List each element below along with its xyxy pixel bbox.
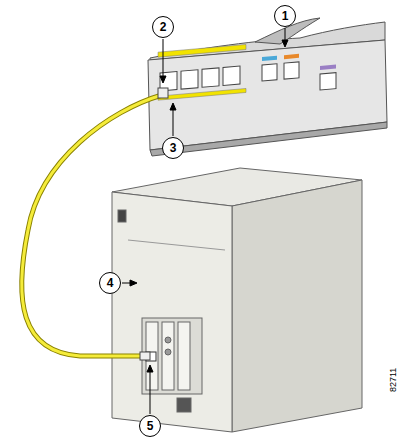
- router: [148, 18, 387, 156]
- callout-text: 2: [160, 21, 167, 33]
- pc-tower: [112, 168, 362, 432]
- ethernet-cable-core: [22, 95, 162, 356]
- callout-number: 2: [152, 16, 174, 38]
- callout-number: 4: [99, 272, 121, 294]
- callout-text: 4: [107, 277, 114, 289]
- router-ports: [158, 44, 336, 104]
- cable-plug: [158, 88, 168, 98]
- callout-number: 3: [162, 137, 184, 159]
- leader-lines: [122, 28, 288, 414]
- callout-number: 1: [274, 5, 296, 27]
- callout-text: 5: [147, 420, 154, 432]
- callout-text: 1: [282, 10, 289, 22]
- figure-number: 82711: [388, 368, 398, 392]
- callout-number: 5: [139, 415, 161, 437]
- callout-text: 3: [170, 142, 177, 154]
- ethernet-cable: [22, 95, 162, 356]
- cable-plug: [140, 352, 150, 360]
